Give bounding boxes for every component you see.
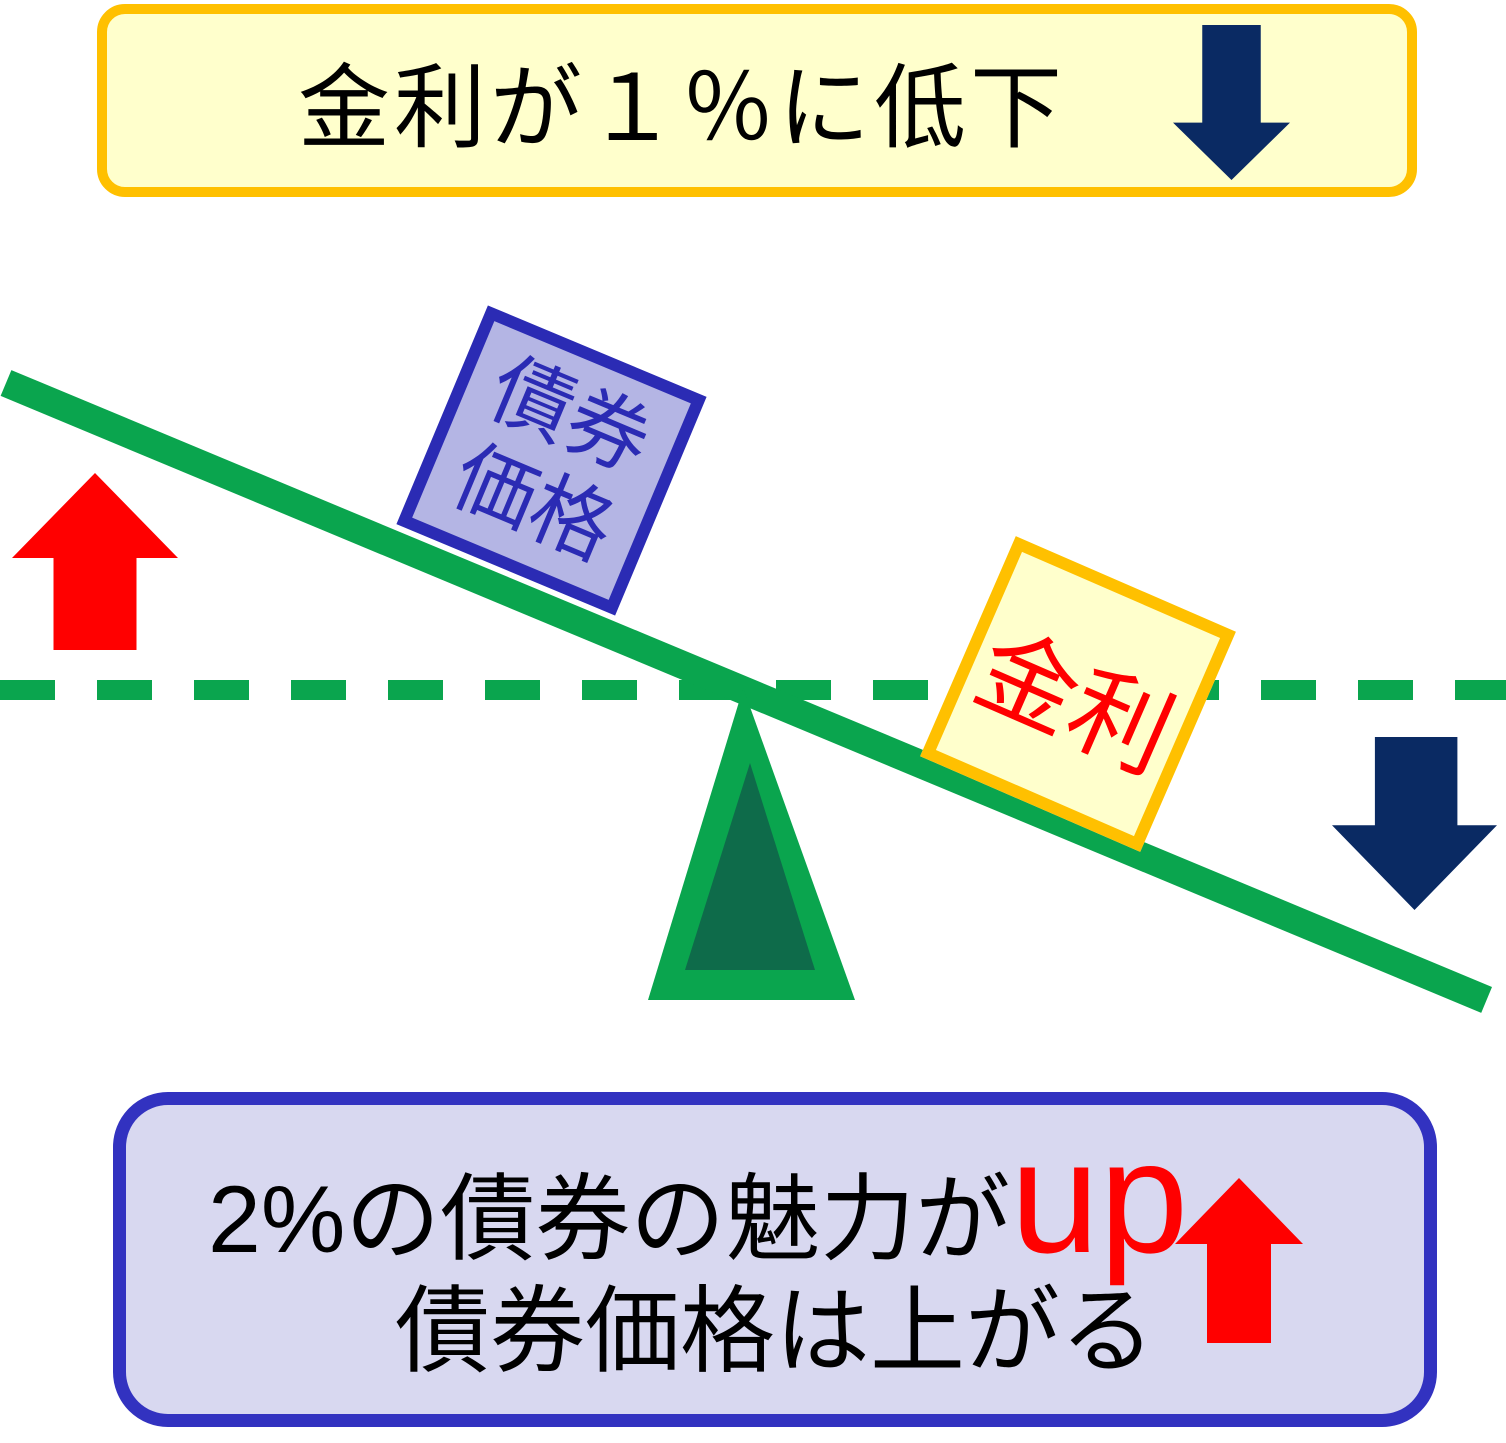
result-line2-text: 債券価格は上がる	[394, 1279, 1155, 1385]
result-line1-highlight: up	[1010, 1107, 1189, 1286]
interest-rate-label: 金利	[960, 611, 1189, 794]
up-arrow-icon	[12, 473, 178, 650]
result-line1-text: 2%の債券の魅力が	[208, 1167, 1011, 1273]
result-line1: 2%の債券の魅力が up	[208, 1117, 1188, 1277]
top-banner: 金利が１％に低下	[97, 4, 1417, 197]
down-arrow-icon	[1332, 737, 1497, 910]
interest-rate-box: 金利	[920, 536, 1236, 852]
top-banner-text: 金利が１％に低下	[297, 58, 1066, 160]
